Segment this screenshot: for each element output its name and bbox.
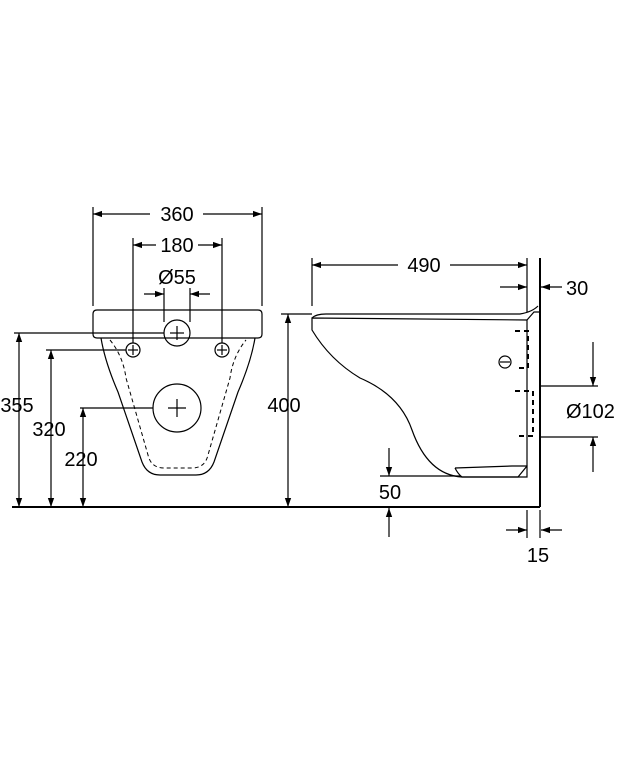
side-bowl-profile [311, 317, 528, 478]
hidden-outlet [515, 390, 534, 437]
hidden-inlet [515, 330, 529, 369]
side-view: 490 30 400 Ø102 50 15 [267, 255, 615, 567]
side-top-rim [311, 305, 539, 319]
side-base-plate [454, 465, 528, 478]
dim-label-30: 30 [566, 278, 588, 300]
dim-label-outlet-diameter: Ø102 [566, 401, 615, 423]
dim-label-15: 15 [527, 545, 549, 567]
front-view: 360 180 Ø55 355 320 220 [0, 204, 263, 507]
dim-label-50: 50 [379, 482, 401, 504]
dim-label-inlet-diameter: Ø55 [158, 267, 196, 289]
dim-label-320: 320 [32, 419, 65, 441]
front-top-plate [92, 309, 263, 339]
dim-label-360: 360 [160, 204, 193, 226]
dim-label-220: 220 [64, 449, 97, 471]
front-bowl-body [100, 337, 256, 476]
dim-label-355: 355 [0, 395, 33, 417]
side-extension-lines [281, 258, 598, 538]
front-inner-rim [109, 339, 247, 469]
dim-label-490: 490 [407, 255, 440, 277]
side-fixing-hole [498, 355, 512, 369]
centre-marks [128, 326, 227, 417]
dim-label-400: 400 [267, 395, 300, 417]
wall-bracket [526, 311, 540, 321]
dim-label-180: 180 [160, 235, 193, 257]
front-extension-lines [14, 207, 263, 409]
